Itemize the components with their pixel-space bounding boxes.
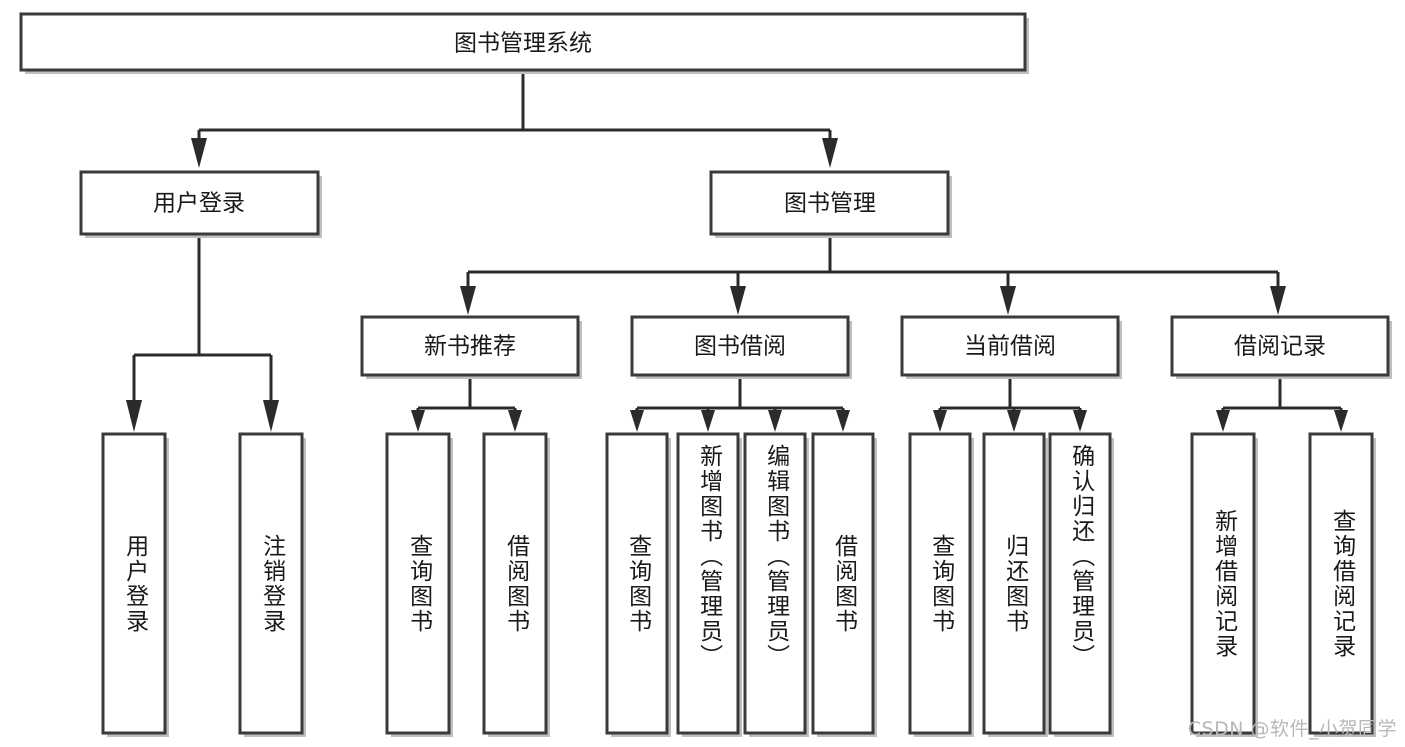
- node-book-borrow[interactable]: 图书借阅: [630, 315, 852, 379]
- node-root-label: 图书管理系统: [454, 31, 592, 57]
- node-leaf-add-record[interactable]: [1190, 432, 1258, 737]
- arrow-bm-to-current-borrow: [1000, 286, 1016, 315]
- arrow-nbr-to-query-book: [411, 410, 425, 432]
- node-leaf-user-login-rect: [101, 432, 167, 735]
- leaf-node-rects: [101, 432, 1376, 737]
- node-user-login[interactable]: 用户登录: [79, 170, 322, 238]
- node-borrow-record[interactable]: 借阅记录: [1170, 315, 1392, 379]
- node-book-borrow-rect: [630, 315, 850, 377]
- node-leaf-borrow-book-1[interactable]: [482, 432, 550, 737]
- node-leaf-borrow-book-2-rect: [811, 432, 875, 735]
- arrow-br-to-query-record: [1334, 410, 1348, 432]
- node-leaf-borrow-book-1-rect: [482, 432, 548, 735]
- node-leaf-query-book-1-rect: [385, 432, 451, 735]
- node-book-manage-label: 图书管理: [784, 191, 876, 217]
- node-current-borrow-label: 当前借阅: [964, 334, 1056, 360]
- arrow-bm-to-new-book-recommend: [460, 286, 476, 315]
- node-book-manage[interactable]: 图书管理: [709, 170, 952, 238]
- node-leaf-add-record-rect: [1190, 432, 1256, 735]
- connector-group-borrow-record: [1216, 375, 1348, 432]
- node-leaf-confirm-return-rect: [1048, 432, 1112, 735]
- node-leaf-query-book-2[interactable]: [605, 432, 671, 737]
- node-leaf-add-book-rect: [676, 432, 740, 735]
- arrow-br-to-add-record: [1216, 410, 1230, 432]
- arrow-bb-to-borrow-book: [836, 410, 850, 432]
- arrow-user-login-to-leaf-1: [126, 400, 142, 432]
- arrow-nbr-to-borrow-book: [508, 410, 522, 432]
- node-new-book-recommend-label: 新书推荐: [424, 334, 516, 360]
- arrow-root-to-book-manage: [822, 138, 838, 168]
- arrow-cb-to-confirm-return: [1073, 410, 1087, 432]
- node-new-book-recommend-rect: [360, 315, 580, 377]
- arrow-bm-to-book-borrow: [730, 286, 746, 315]
- node-leaf-return-book[interactable]: [982, 432, 1048, 737]
- node-root[interactable]: 图书管理系统: [19, 12, 1029, 74]
- connector-group-current-borrow: [933, 375, 1087, 432]
- node-current-borrow-rect: [900, 315, 1120, 377]
- csdn-watermark: CSDN @软件_小贺同学: [1187, 718, 1397, 740]
- node-user-login-rect: [79, 170, 320, 236]
- node-leaf-user-login[interactable]: [101, 432, 169, 737]
- connector-group-book-borrow: [630, 375, 850, 432]
- connector-group-user-login: [126, 234, 279, 432]
- node-borrow-record-label: 借阅记录: [1234, 334, 1326, 360]
- node-leaf-confirm-return[interactable]: [1048, 432, 1114, 737]
- node-leaf-query-book-2-rect: [605, 432, 669, 735]
- arrow-cb-to-return-book: [1007, 410, 1021, 432]
- node-new-book-recommend[interactable]: 新书推荐: [360, 315, 582, 379]
- node-book-manage-rect: [709, 170, 950, 236]
- node-user-login-label: 用户登录: [153, 191, 245, 217]
- node-root-rect: [19, 12, 1027, 72]
- arrow-bm-to-borrow-record: [1270, 286, 1286, 315]
- node-leaf-query-book-3[interactable]: [908, 432, 974, 737]
- node-leaf-logout[interactable]: [238, 432, 306, 737]
- node-leaf-query-record-rect: [1308, 432, 1374, 735]
- node-leaf-return-book-rect: [982, 432, 1046, 735]
- node-leaf-edit-book[interactable]: [743, 432, 809, 737]
- arrow-bb-to-add-book: [701, 410, 715, 432]
- node-leaf-query-record[interactable]: [1308, 432, 1376, 737]
- node-leaf-borrow-book-2[interactable]: [811, 432, 877, 737]
- arrow-cb-to-query-book: [933, 410, 947, 432]
- arrow-bb-to-query-book: [630, 410, 644, 432]
- connector-group-book-manage: [460, 234, 1286, 315]
- arrow-bb-to-edit-book: [768, 410, 782, 432]
- arrow-root-to-user-login: [191, 138, 207, 168]
- node-current-borrow[interactable]: 当前借阅: [900, 315, 1122, 379]
- arrow-user-login-to-leaf-2: [263, 400, 279, 432]
- connector-group-new-book-recommend: [411, 375, 522, 432]
- node-leaf-query-book-3-rect: [908, 432, 972, 735]
- node-leaf-edit-book-rect: [743, 432, 807, 735]
- node-leaf-query-book-1[interactable]: [385, 432, 453, 737]
- node-leaf-add-book[interactable]: [676, 432, 742, 737]
- node-leaf-logout-rect: [238, 432, 304, 735]
- node-book-borrow-label: 图书借阅: [694, 334, 786, 360]
- node-borrow-record-rect: [1170, 315, 1390, 377]
- connector-group-root: [191, 70, 838, 168]
